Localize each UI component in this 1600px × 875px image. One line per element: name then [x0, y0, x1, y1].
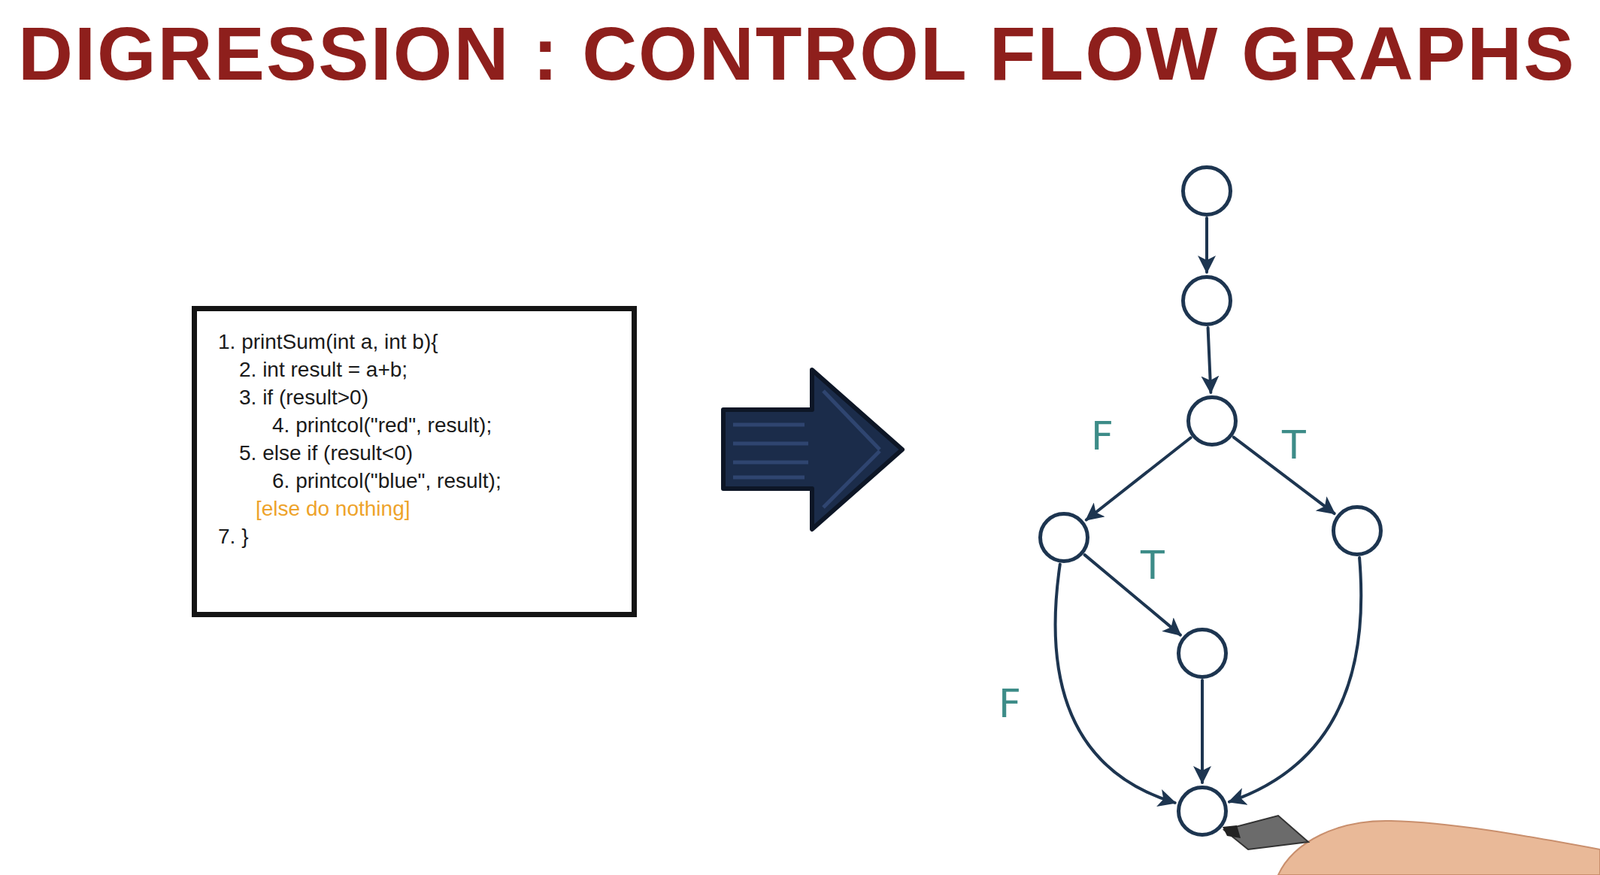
code-line: 3. if (result>0)	[218, 383, 617, 412]
code-line: [else do nothing]	[218, 494, 617, 523]
arrow-texture	[733, 390, 880, 508]
flow-edge	[1208, 327, 1212, 393]
branch-label: F	[1087, 415, 1117, 458]
flow-node	[1331, 505, 1383, 557]
code-line: 2. int result = a+b;	[218, 355, 617, 384]
flow-node	[1176, 785, 1228, 837]
flow-edge	[1200, 680, 1204, 783]
flow-edge	[1229, 557, 1361, 803]
code-line: 6. printcol("blue", result);	[218, 466, 617, 495]
branch-label: F	[995, 682, 1025, 725]
flow-node	[1176, 627, 1228, 679]
code-line: 4. printcol("red", result);	[218, 411, 617, 440]
flow-node	[1181, 275, 1233, 327]
transform-arrow	[723, 369, 903, 530]
flow-node	[1038, 512, 1090, 564]
code-line: 1. printSum(int a, int b){	[218, 327, 617, 356]
flow-node	[1186, 395, 1238, 447]
flow-edge	[1205, 218, 1209, 273]
code-line: 5. else if (result<0)	[218, 439, 617, 467]
flow-edge	[1055, 564, 1176, 804]
slide-title: DIGRESSION : CONTROL FLOW GRAPHS	[18, 10, 1576, 97]
flow-node	[1181, 165, 1233, 217]
code-line: 7. }	[218, 522, 617, 551]
branch-label: T	[1278, 424, 1310, 467]
branch-label: T	[1137, 544, 1168, 587]
drawing-hand	[1222, 815, 1600, 875]
code-box: 1. printSum(int a, int b){2. int result …	[191, 306, 637, 618]
